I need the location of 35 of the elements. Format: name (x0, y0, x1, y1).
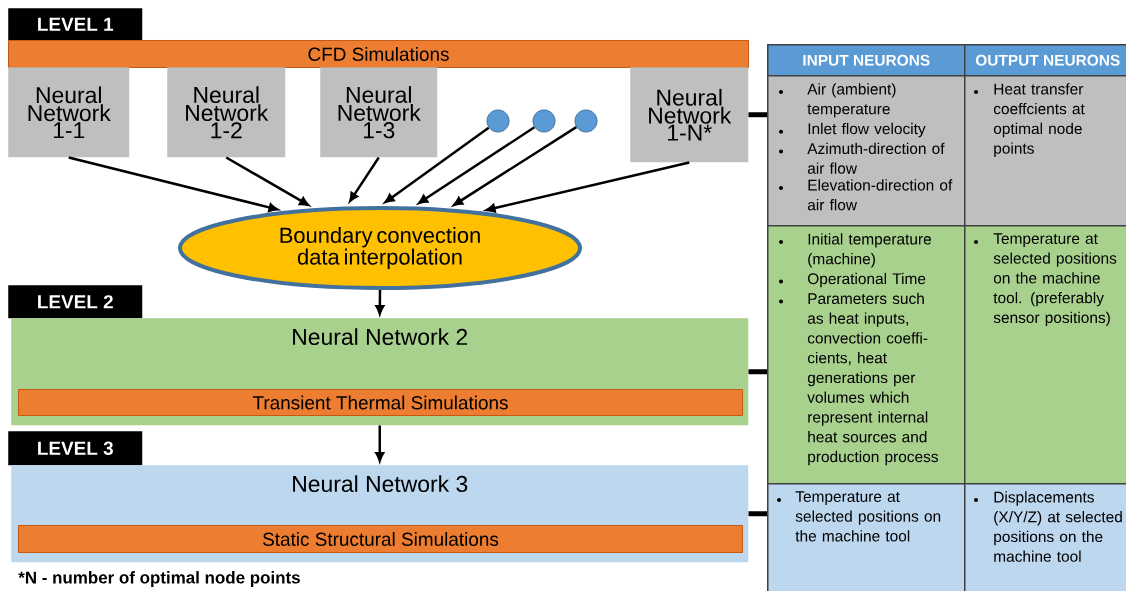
network-box: Neural Network 1-N* (630, 67, 749, 163)
arrow (485, 161, 690, 213)
arrow (68, 156, 279, 212)
arrow (375, 425, 385, 462)
network-box: Neural Network 1-3 (320, 67, 438, 158)
simulation-bar: Transient Thermal Simulations (18, 389, 744, 416)
level-badge: LEVEL 3 (8, 431, 143, 466)
dot (532, 109, 556, 133)
level-badge: LEVEL 1 (8, 8, 143, 41)
footnote: *N - number of optimal node points (18, 571, 300, 587)
table-cell: Temperature at selected positions on the machine tool (767, 483, 966, 591)
network-box: Neural Network 1-1 (8, 67, 130, 158)
table-cell: Displacements (X/Y/Z) at selected positions on the machine tool (964, 483, 1126, 591)
arrow (375, 290, 385, 315)
dot (486, 109, 510, 133)
table-cell: Temperature at selected positions on the machine tool. (preferably sensor positions) (964, 225, 1126, 485)
arrow (418, 126, 536, 204)
table-cell: Heat transfer coeffcients at optimal node points (964, 75, 1126, 227)
arrow (349, 156, 380, 202)
table-header-cell: INPUT NEURONS (767, 44, 966, 77)
arrow (384, 126, 490, 204)
table-cell: Air (ambient) temperature Inlet flow velocity Azimuth-direction of air flow Elevation-direction of air flow (767, 75, 966, 227)
connector-line (748, 112, 767, 118)
arrow (225, 156, 310, 206)
network-box: Neural Network 1-2 (167, 67, 286, 158)
dot (574, 109, 598, 133)
node-label: Temperature at selected positions on the machine tool (795, 491, 941, 542)
connector-line (748, 511, 767, 517)
simulation-bar: CFD Simulations (8, 40, 750, 68)
level-badge: LEVEL 2 (8, 285, 143, 319)
table-header-cell: OUTPUT NEURONS (964, 44, 1126, 77)
simulation-bar: Static Structural Simulations (18, 525, 744, 553)
connector-line (748, 369, 767, 375)
table-cell: Initial temperature (machine) Operational Time Parameters such as heat inputs, convection coeffi-cients, heat generations per volumes which represent internal heat sources and production process (767, 225, 966, 485)
arrow (453, 126, 577, 206)
